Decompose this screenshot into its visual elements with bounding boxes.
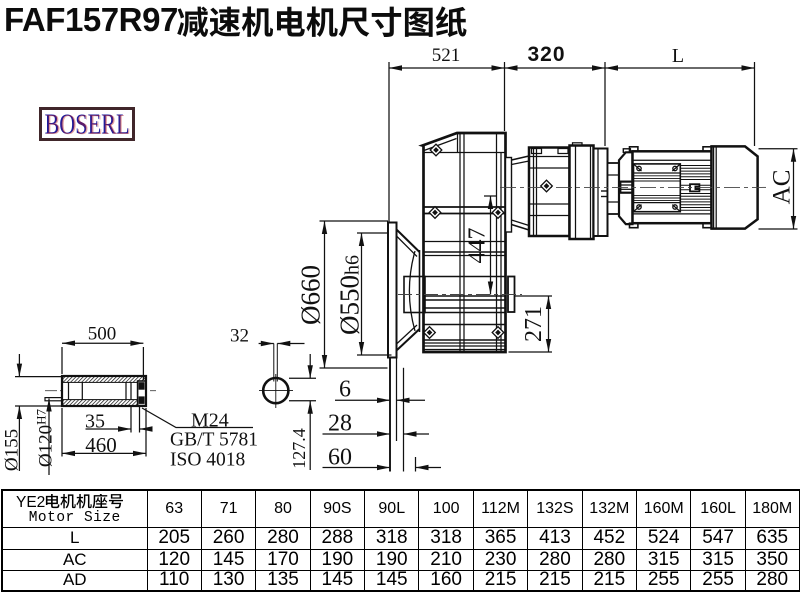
svg-text:M24: M24 bbox=[191, 410, 229, 432]
svg-text:460: 460 bbox=[85, 433, 117, 457]
svg-text:Ø660: Ø660 bbox=[296, 265, 326, 325]
svg-text:6: 6 bbox=[339, 377, 351, 403]
svg-text:60: 60 bbox=[328, 445, 352, 471]
svg-text:447: 447 bbox=[465, 228, 491, 264]
svg-text:521: 521 bbox=[432, 45, 461, 66]
svg-text:L: L bbox=[672, 45, 684, 67]
svg-text:AC: AC bbox=[769, 170, 796, 205]
svg-text:35: 35 bbox=[85, 411, 105, 433]
svg-text:320: 320 bbox=[527, 43, 565, 66]
svg-text:Ø550h6: Ø550h6 bbox=[335, 255, 365, 335]
svg-text:ISO 4018: ISO 4018 bbox=[170, 450, 245, 471]
svg-text:BOSERL: BOSERL bbox=[46, 110, 131, 138]
svg-text:127.4: 127.4 bbox=[289, 428, 309, 469]
svg-text:32: 32 bbox=[230, 326, 249, 347]
svg-text:Ø120H7: Ø120H7 bbox=[34, 408, 57, 467]
svg-text:GB/T 5781: GB/T 5781 bbox=[170, 430, 258, 451]
svg-text:500: 500 bbox=[88, 324, 117, 345]
svg-text:271: 271 bbox=[521, 306, 547, 342]
svg-text:YE2: YE2 bbox=[16, 494, 45, 510]
svg-text:BOSERL: BOSERL bbox=[45, 110, 130, 138]
svg-text:Ø155: Ø155 bbox=[2, 429, 23, 471]
svg-text:28: 28 bbox=[328, 411, 352, 437]
